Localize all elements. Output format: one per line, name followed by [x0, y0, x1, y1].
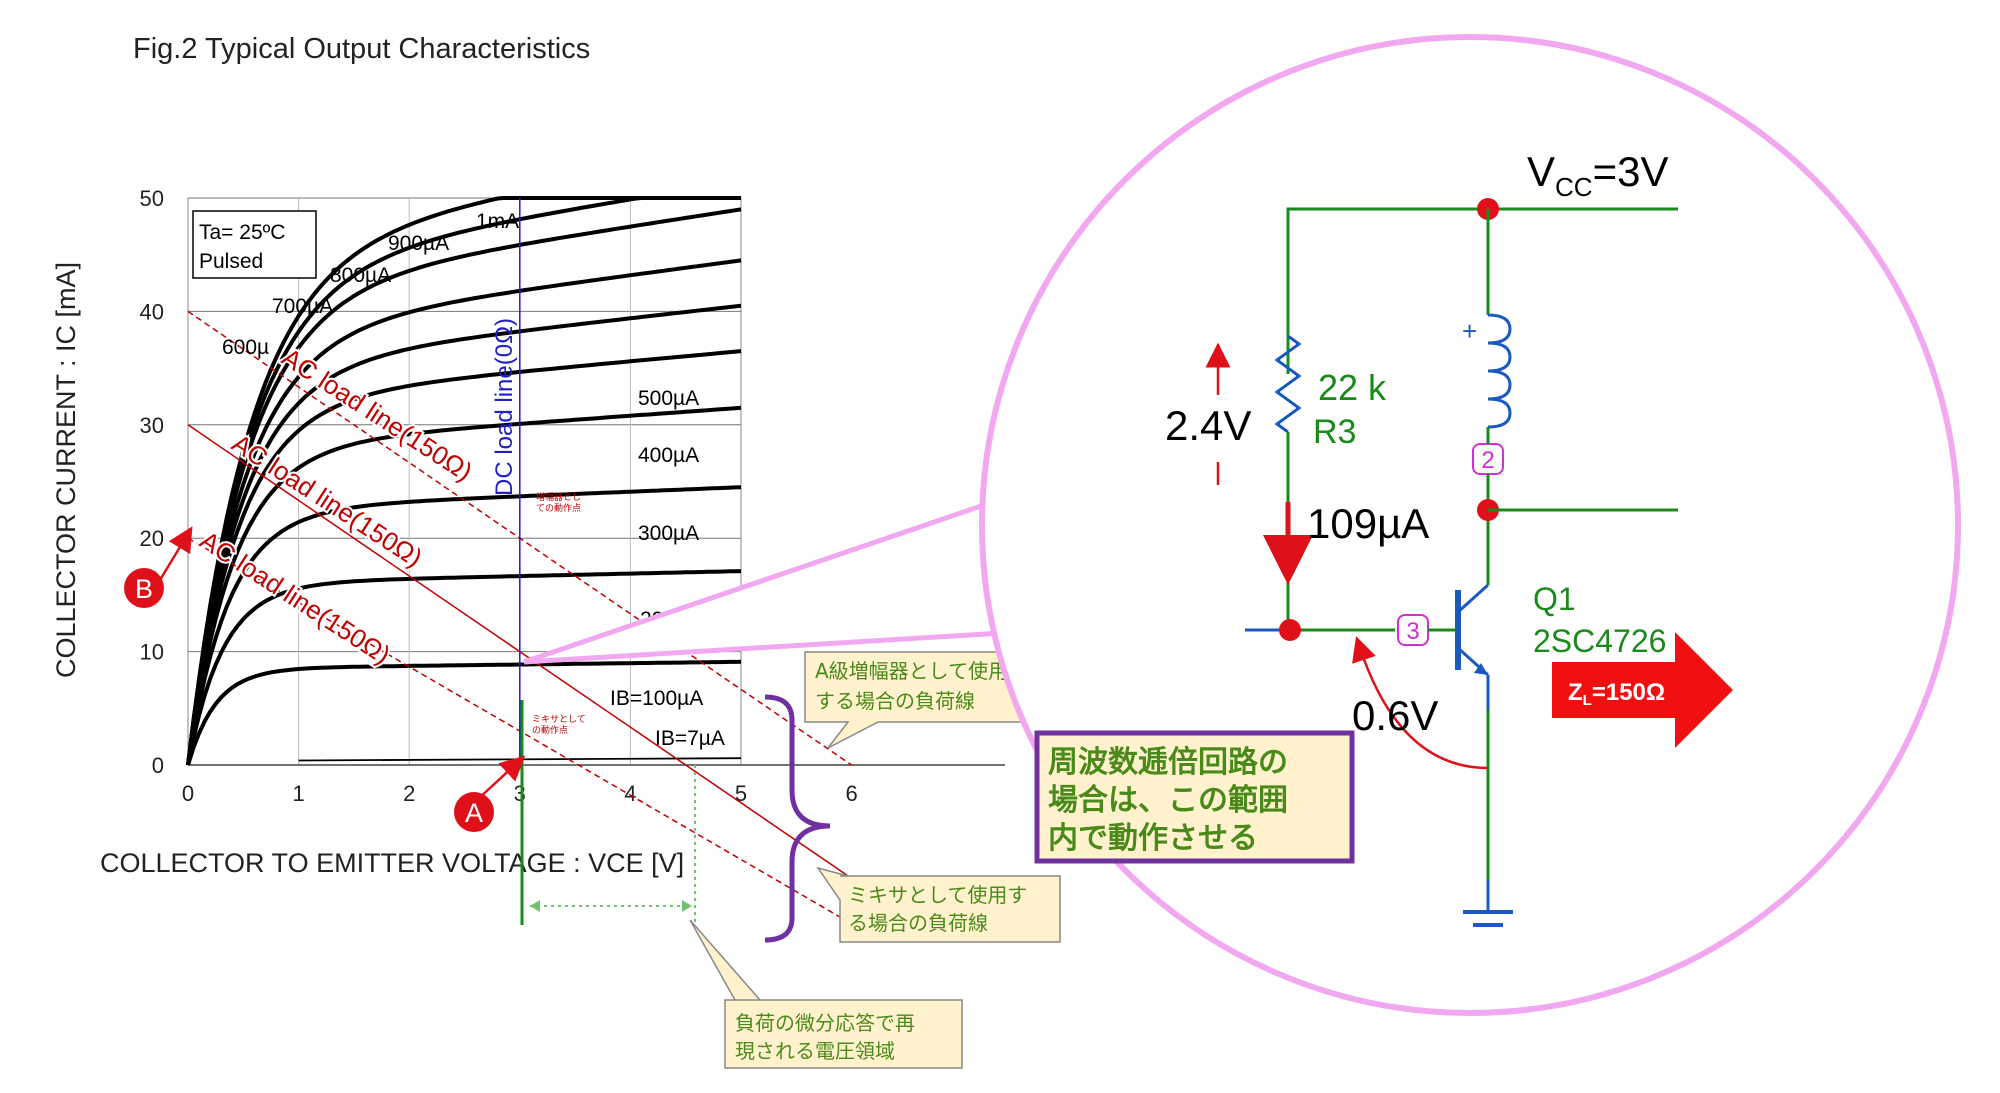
callout-class-a-line1: A級増幅器として使用 — [815, 659, 1008, 683]
y-tick-label: 10 — [140, 640, 164, 665]
vdrop-label: 2.4V — [1165, 402, 1251, 449]
condition-pulsed: Pulsed — [199, 250, 263, 273]
callout-mixer-line1: ミキサとして使用す — [848, 883, 1027, 907]
load-arrow — [1552, 632, 1733, 748]
marker-b-arrow — [158, 526, 193, 581]
x-tick-label: 5 — [735, 781, 747, 806]
y-axis-label: COLLECTOR CURRENT : IC [mA] — [51, 262, 81, 678]
curve-label: IB=7µA — [655, 727, 725, 750]
marker-a-arrow — [476, 755, 526, 801]
inductor-plus: + — [1462, 316, 1477, 346]
curve-300a — [186, 485, 742, 766]
curve-label: 400µA — [638, 444, 699, 467]
curve-1ma — [186, 196, 741, 766]
curve-200a — [186, 569, 742, 766]
x-tick-label: 1 — [292, 781, 304, 806]
x-tick-label: 3 — [514, 781, 526, 806]
transistor-collector-leg — [1456, 583, 1490, 614]
pin3-label: 3 — [1406, 618, 1419, 645]
inductor-symbol — [1487, 313, 1512, 429]
pin2-label: 2 — [1481, 447, 1494, 474]
x-axis-label: COLLECTOR TO EMITTER VOLTAGE : VCE [V] — [100, 848, 684, 878]
vbe-label: 0.6V — [1352, 692, 1438, 739]
r3-value: 22 k — [1318, 367, 1387, 408]
note-line3: 内で動作させる — [1048, 821, 1258, 856]
marker-b-circle — [124, 568, 164, 608]
curve-700a — [186, 258, 742, 766]
callout-diff — [689, 919, 963, 1069]
condition-temp: Ta= 25ºC — [199, 221, 285, 244]
r3-name: R3 — [1313, 413, 1356, 451]
note-line1: 周波数逓倍回路の — [1048, 745, 1288, 780]
range-arrow-left-head — [530, 900, 540, 912]
figure-title: Fig.2 Typical Output Characteristics — [133, 33, 590, 65]
base-current-label: 109µA — [1307, 500, 1429, 547]
y-tick-label: 0 — [152, 753, 164, 778]
amp-point-label: 増幅器としての動作点 — [536, 491, 581, 514]
y-tick-label: 20 — [140, 526, 164, 551]
transistor-part: 2SC4726 — [1533, 623, 1666, 659]
note-line2: 場合は、この範囲 — [1048, 783, 1288, 818]
magnifier-bubble — [979, 34, 1961, 1016]
curve-label: 500µA — [638, 387, 699, 410]
curve-label: 1mA — [476, 210, 519, 233]
transistor-name: Q1 — [1533, 581, 1576, 617]
curve-label: 800µA — [330, 264, 391, 287]
curve-400a — [186, 405, 742, 766]
base-node — [1279, 619, 1301, 641]
transistor-emitter-arrow — [1474, 663, 1488, 675]
marker-b-label: B — [135, 574, 153, 604]
callout-diff-line1: 負荷の微分応答で再 — [735, 1011, 915, 1035]
marker-a-label: A — [465, 798, 483, 828]
curve-label: 700µA — [272, 295, 333, 318]
curve-label: 600µ — [222, 336, 269, 359]
curve-label: 300µA — [638, 522, 699, 545]
y-tick-label: 40 — [140, 299, 164, 324]
curve-labels: IB=7µAIB=100µA200µA300µA400µA500µA600µ70… — [222, 210, 725, 750]
marker-a-circle — [454, 792, 494, 832]
x-tick-label: 6 — [845, 781, 857, 806]
callout-diff-line2: 現される電圧領域 — [735, 1039, 895, 1063]
curve-ib100a — [186, 659, 742, 766]
axis-ticks: 0 10 20 30 40 50 0 1 2 3 4 5 6 — [140, 186, 858, 806]
curve-label: 900µA — [388, 232, 449, 255]
x-tick-label: 4 — [624, 781, 636, 806]
callout-mixer — [816, 866, 1061, 943]
curve-600a — [186, 303, 742, 766]
x-tick-label: 2 — [403, 781, 415, 806]
r3-resistor-symbol — [1274, 334, 1302, 434]
range-bracket — [764, 694, 831, 943]
curve-label: IB=100µA — [610, 687, 703, 710]
curve-500a — [186, 349, 742, 766]
curve-800a — [186, 207, 742, 766]
callout-mixer-line2: る場合の負荷線 — [848, 911, 988, 935]
range-arrow-right-head — [682, 900, 692, 912]
x-tick-label: 0 — [182, 781, 194, 806]
characteristic-curves — [186, 196, 742, 766]
circuit-schematic: VCC=3V 22 k R3 2.4V 109µA 3 Q1 2SC4726 — [1165, 148, 1733, 927]
y-tick-label: 50 — [140, 186, 164, 211]
condition-box — [192, 210, 317, 279]
vcc-label: VCC=3V — [1527, 148, 1668, 202]
callout-class-a-line2: する場合の負荷線 — [815, 689, 975, 713]
mixer-point-label: ミキサとしての動作点 — [532, 714, 586, 736]
note-box — [1034, 730, 1355, 864]
dc-load-line-label: DC load line(0Ω) — [491, 318, 518, 496]
load-label: ZL=150Ω — [1568, 679, 1665, 709]
vbe-arc — [1352, 636, 1489, 770]
bubble-seam — [1068, 473, 1139, 627]
y-tick-label: 30 — [140, 413, 164, 438]
